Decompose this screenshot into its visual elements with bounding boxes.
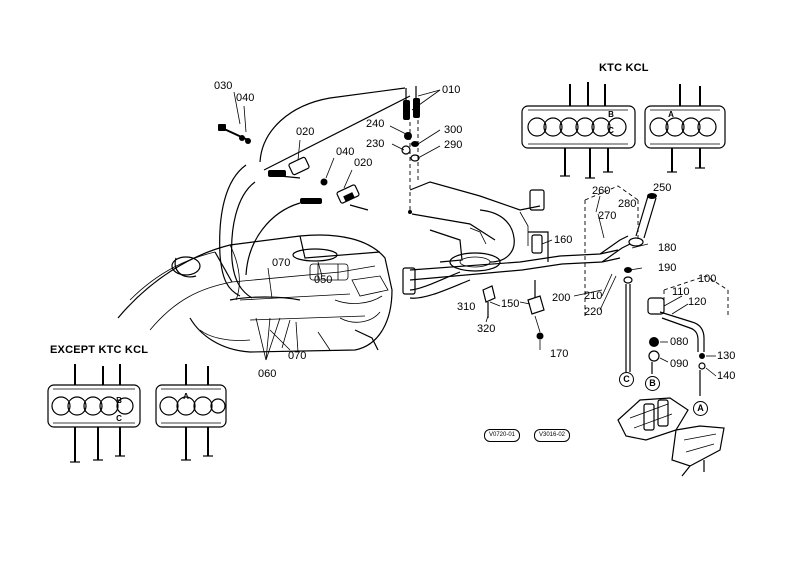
- bolt-030: [218, 124, 251, 144]
- label-250: 250: [653, 182, 672, 194]
- heading-except-ktc-kcl: EXCEPT KTC KCL: [50, 344, 149, 356]
- label-230: 230: [366, 138, 385, 150]
- figure-stamp-left: V0720-01: [484, 429, 521, 442]
- label-240: 240: [366, 118, 385, 130]
- label-080: 080: [670, 336, 689, 348]
- label-180: 180: [658, 242, 677, 254]
- coupler-020: [268, 156, 360, 204]
- hose-lines: [219, 87, 411, 299]
- label-150: 150: [501, 298, 520, 310]
- valve-block-except-right: [155, 364, 227, 461]
- label-070-upper: 070: [272, 257, 291, 269]
- washer-040: [320, 178, 328, 186]
- heading-ktc-kcl: KTC KCL: [599, 62, 649, 74]
- label-220: 220: [584, 306, 603, 318]
- callout-a-ktc: A: [668, 110, 674, 119]
- label-260: 260: [592, 185, 611, 197]
- label-070-lower: 070: [288, 350, 307, 362]
- valve-block-ktc-left: [521, 82, 636, 179]
- label-320: 320: [477, 323, 496, 335]
- control-valve-assembly: [617, 397, 725, 477]
- label-310: 310: [457, 301, 476, 313]
- label-170: 170: [550, 348, 569, 360]
- callout-a-except: A: [183, 392, 189, 401]
- label-300: 300: [444, 124, 463, 136]
- label-280: 280: [618, 198, 637, 210]
- valve-block-except-left: [47, 364, 141, 463]
- callout-b-ktc: B: [608, 110, 614, 119]
- label-010: 010: [442, 84, 461, 96]
- label-120: 120: [688, 296, 707, 308]
- pipe-run-right: [623, 193, 657, 372]
- label-030: 030: [214, 80, 233, 92]
- fitting-stack: [401, 86, 420, 214]
- label-190: 190: [658, 262, 677, 274]
- label-200: 200: [552, 292, 571, 304]
- callout-b-except: B: [116, 396, 122, 405]
- callout-b-main: B: [645, 376, 660, 391]
- label-290: 290: [444, 139, 463, 151]
- label-020-upper: 020: [296, 126, 315, 138]
- label-090: 090: [670, 358, 689, 370]
- label-160: 160: [554, 234, 573, 246]
- valve-block-ktc-right: [644, 84, 726, 173]
- label-210: 210: [584, 290, 603, 302]
- callout-c-main: C: [619, 372, 634, 387]
- label-060: 060: [258, 368, 277, 380]
- label-130: 130: [717, 350, 736, 362]
- branch-100: [647, 275, 729, 396]
- label-110: 110: [672, 286, 690, 298]
- center-housing: [402, 181, 631, 299]
- tractor-body: [117, 234, 393, 353]
- figure-stamp-right: V3016-02: [534, 429, 571, 442]
- label-040-lower: 040: [336, 146, 355, 158]
- label-140: 140: [717, 370, 736, 382]
- leader-box-260: [584, 185, 639, 318]
- bracket-150: [482, 280, 545, 340]
- label-040-upper: 040: [236, 92, 255, 104]
- label-050: 050: [314, 274, 333, 286]
- label-100: 100: [698, 273, 717, 285]
- label-020-lower: 020: [354, 157, 373, 169]
- leader-lines: [233, 89, 717, 377]
- callout-a-main: A: [693, 401, 708, 416]
- callout-c-except: C: [116, 414, 122, 423]
- callout-c-ktc: C: [608, 126, 614, 135]
- label-270: 270: [598, 210, 617, 222]
